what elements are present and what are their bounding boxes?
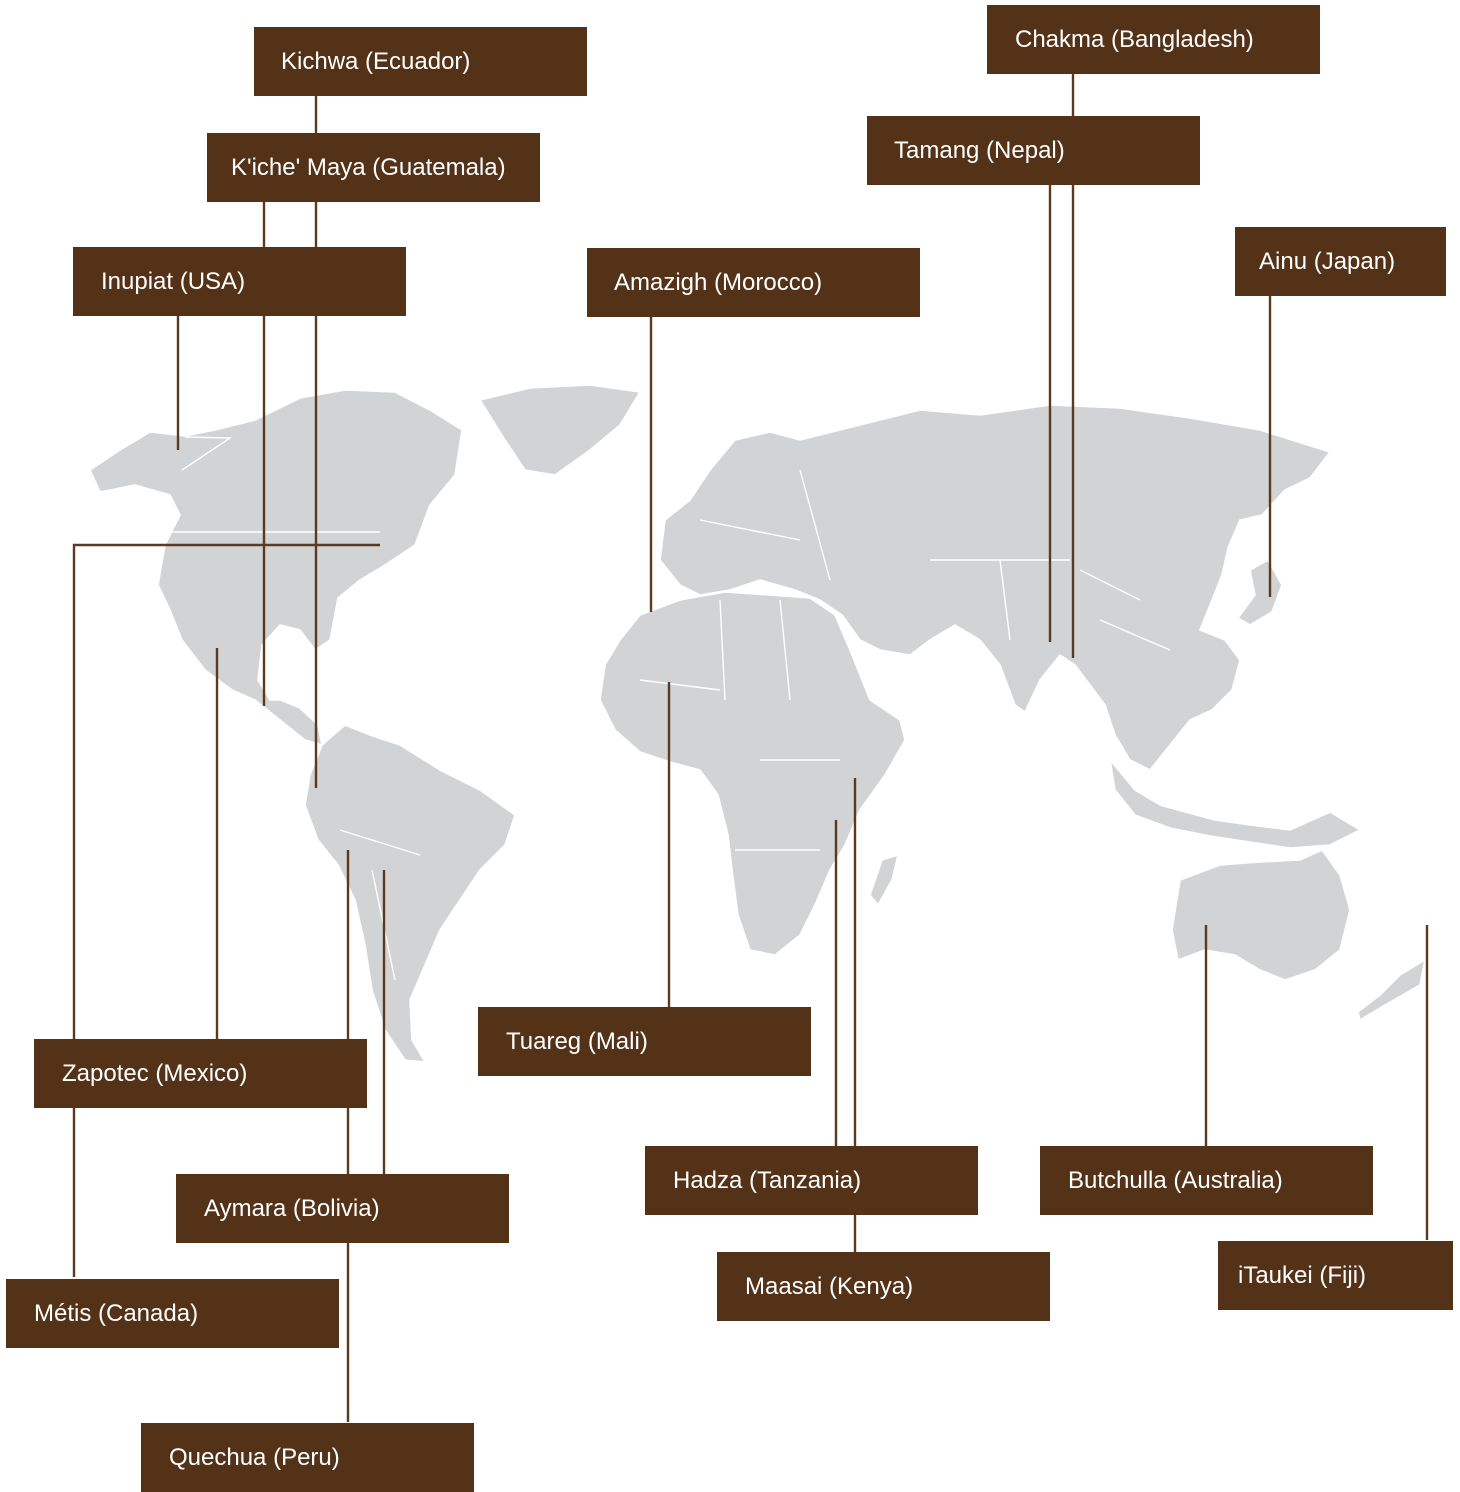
label-kichwa: Kichwa (Ecuador) [254, 27, 587, 96]
maritime-southeast-asia-landmass [1109, 759, 1361, 849]
label-amazigh: Amazigh (Morocco) [587, 248, 920, 317]
label-tuareg: Tuareg (Mali) [478, 1007, 811, 1076]
label-kiche: K'iche' Maya (Guatemala) [207, 133, 540, 202]
label-butchulla: Butchulla (Australia) [1040, 1146, 1373, 1215]
madagascar-landmass [869, 854, 899, 906]
north-america-landmass [89, 389, 463, 746]
africa-landmass [599, 591, 906, 956]
label-tamang: Tamang (Nepal) [867, 116, 1200, 185]
country-borders [160, 436, 1171, 981]
greenland-landmass [479, 384, 641, 476]
label-zapotec: Zapotec (Mexico) [34, 1039, 367, 1108]
label-itaukei: iTaukei (Fiji) [1218, 1241, 1453, 1310]
label-inupiat: Inupiat (USA) [73, 247, 406, 316]
label-hadza: Hadza (Tanzania) [645, 1146, 978, 1215]
label-quechua: Quechua (Peru) [141, 1423, 474, 1492]
label-ainu: Ainu (Japan) [1235, 227, 1446, 296]
label-maasai: Maasai (Kenya) [717, 1252, 1050, 1321]
eurasia-landmass [659, 404, 1331, 771]
japan-landmass [1237, 559, 1283, 626]
label-aymara: Aymara (Bolivia) [176, 1174, 509, 1243]
new-zealand-landmass [1357, 959, 1426, 1021]
label-chakma: Chakma (Bangladesh) [987, 5, 1320, 74]
label-metis: Métis (Canada) [6, 1279, 339, 1348]
south-america-landmass [304, 724, 516, 1063]
leader-metis [72, 543, 380, 1277]
australia-landmass [1171, 849, 1351, 981]
